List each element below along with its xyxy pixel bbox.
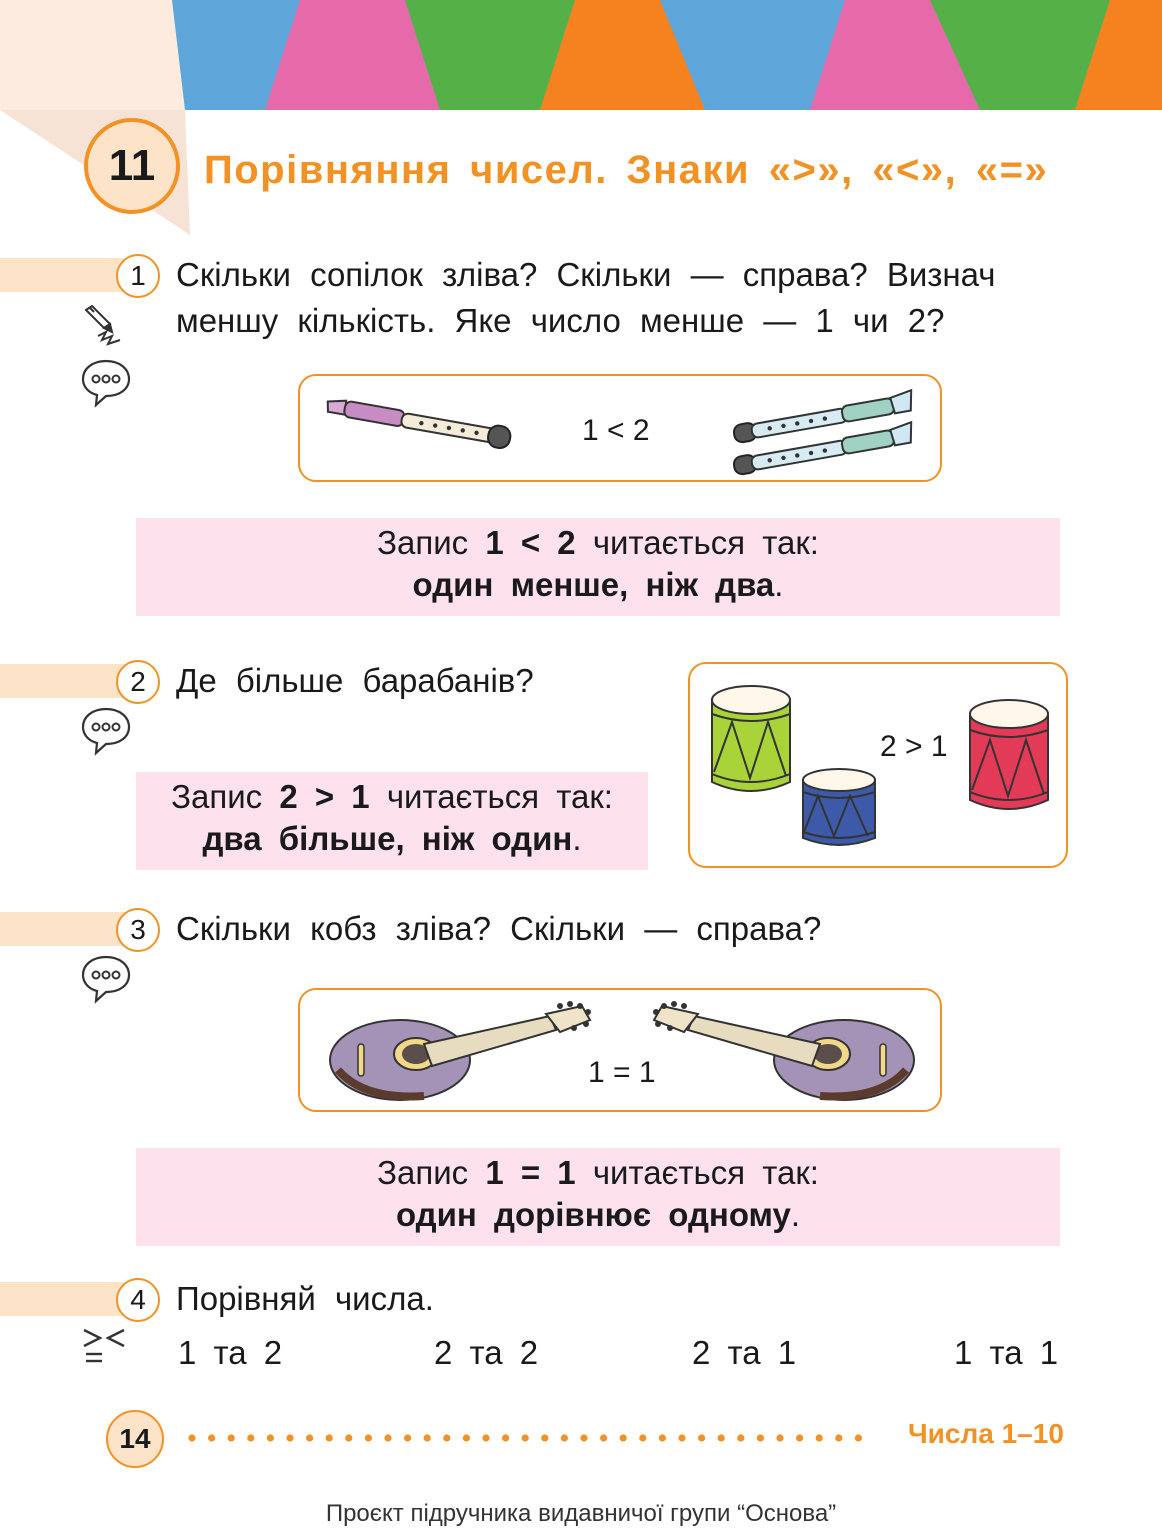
rule-2-end: . (572, 820, 582, 857)
compare-pair-2: 2 та 2 (434, 1334, 539, 1371)
kobza-right-icon (652, 1001, 915, 1101)
rule-box-2: Запис 2 > 1 читається так: два більше, н… (136, 772, 648, 870)
flute-icon (326, 399, 512, 449)
red-drum-icon (969, 699, 1049, 810)
speech-bubble-icon (81, 955, 131, 1004)
section-name: Числа 1–10 (908, 1418, 1064, 1449)
rule-2-line-2: два більше, ніж один. (136, 820, 648, 858)
publisher-footer: Проєкт підручника видавничої групи “Осно… (325, 1500, 837, 1527)
rule-3-suffix: читається так: (592, 1154, 819, 1191)
task-1-relation: 1 < 2 (582, 414, 650, 447)
task-2-number: 2 (116, 660, 160, 704)
flutes-picture: 1 < 2 (298, 374, 942, 482)
rule-3-line-1: Запис 1 = 1 читається так: (136, 1154, 1060, 1192)
lesson-number: 11 (108, 141, 156, 190)
task-2-line-1: Де більше барабанів? (176, 662, 534, 699)
kobzas-picture: 1 = 1 (298, 988, 942, 1112)
rule-1-expression: 1 < 2 (485, 524, 576, 561)
rule-2-prefix: Запис (171, 778, 263, 815)
task-1-line-1: Скільки сопілок зліва? Скільки — справа?… (176, 256, 996, 293)
kobza-left-icon (329, 1001, 592, 1101)
rule-2-suffix: читається так: (386, 778, 613, 815)
speech-bubble-icon (81, 359, 131, 408)
compare-signs-icon (83, 1328, 125, 1363)
page-number: 14 (119, 1423, 151, 1454)
rule-box-1: Запис 1 < 2 читається так: один менше, н… (136, 518, 1060, 616)
compare-pair-1: 1 та 2 (178, 1334, 283, 1371)
rule-3-expression: 1 = 1 (485, 1154, 576, 1191)
rule-2-reading: два більше, ніж один (202, 820, 573, 857)
rule-1-suffix: читається так: (592, 524, 819, 561)
rule-3-end: . (790, 1196, 801, 1233)
task-3-line-1: Скільки кобз зліва? Скільки — справа? (176, 910, 822, 947)
speech-bubble-icon (81, 707, 131, 756)
compare-pair-4: 1 та 1 (954, 1334, 1059, 1371)
task-4-line-1: Порівняй числа. (176, 1280, 434, 1317)
rule-1-end: . (774, 566, 784, 603)
rule-3-line-2: один дорівнює одному. (136, 1196, 1060, 1234)
dotted-divider (188, 1434, 863, 1442)
page-number-badge: 14 (106, 1410, 164, 1468)
rule-box-3: Запис 1 = 1 читається так: один дорівнює… (136, 1148, 1060, 1246)
rule-2-expression: 2 > 1 (279, 778, 370, 815)
rule-1-reading: один менше, ніж два (412, 566, 775, 603)
task-2-relation: 2 > 1 (880, 730, 948, 763)
task-3-relation: 1 = 1 (588, 1056, 656, 1089)
green-drum-icon (711, 685, 791, 792)
lesson-title: Порівняння чисел. Знаки «>», «<», «=» (204, 148, 1049, 192)
pencil-icon (84, 304, 121, 346)
compare-pair-3: 2 та 1 (692, 1334, 797, 1371)
lesson-number-badge: 11 (84, 118, 180, 214)
two-flutes-icon (732, 388, 913, 476)
rule-1-prefix: Запис (377, 524, 469, 561)
page-corner-fold (0, 0, 190, 238)
task-1-line-2: меншу кількість. Яке число менше — 1 чи … (176, 302, 945, 339)
task-1-number: 1 (116, 254, 160, 298)
task-4-number: 4 (116, 1278, 160, 1322)
color-banner (0, 0, 1162, 110)
task-3-number: 3 (116, 908, 160, 952)
rule-3-reading: один дорівнює одному (395, 1196, 791, 1233)
drums-picture: 2 > 1 (688, 662, 1068, 868)
rule-1-line-2: один менше, ніж два. (136, 566, 1060, 604)
blue-drum-icon (802, 768, 876, 846)
rule-3-prefix: Запис (377, 1154, 469, 1191)
rule-1-line-1: Запис 1 < 2 читається так: (136, 524, 1060, 562)
rule-2-line-1: Запис 2 > 1 читається так: (136, 778, 648, 816)
